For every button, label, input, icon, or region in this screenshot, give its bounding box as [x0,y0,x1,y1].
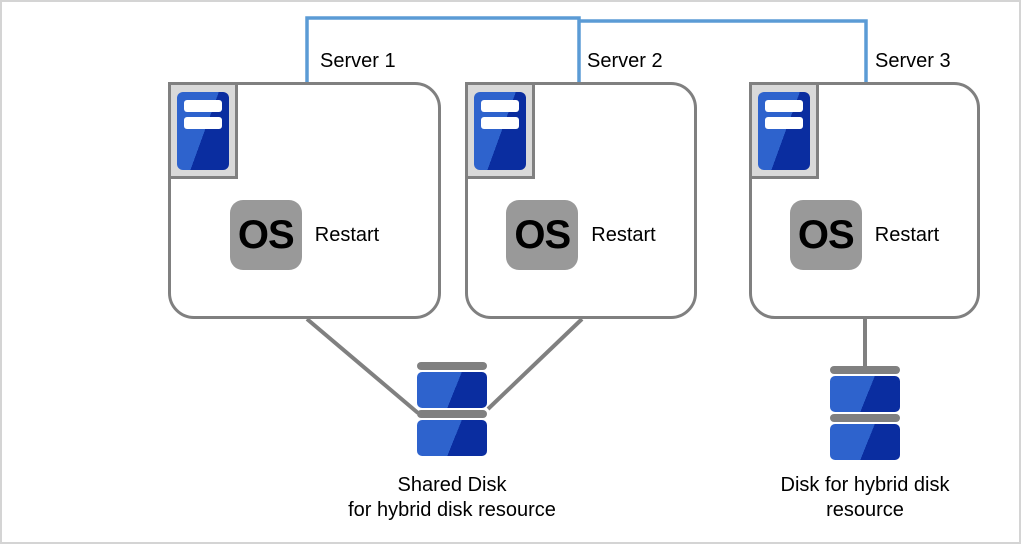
disk-unit [830,376,900,412]
connector-server1-shared-disk [305,317,420,415]
disk-middle-bar [830,414,900,422]
disk-label-line: Disk for hybrid disk [780,474,950,496]
server-icon-slot [184,116,222,129]
disk-unit [830,424,900,460]
os-restart-group: OS Restart [752,200,977,270]
server-icon-body [758,91,810,170]
server-1-label: Server 1 [320,50,396,72]
disk-unit [417,420,487,456]
os-badge: OS [506,200,579,270]
restart-label: Restart [874,223,940,246]
shared-disk-icon [417,362,487,456]
server-icon-body [177,91,229,170]
os-badge-label: OS [237,212,295,257]
restart-label: Restart [314,223,380,246]
os-restart-group: OS Restart [468,200,694,270]
shared-disk-label: Shared Disk for hybrid disk resource [302,473,602,523]
hybrid-disk-label: Disk for hybrid disk resource [735,473,995,523]
server-icon [749,82,819,179]
restart-label: Restart [591,223,656,246]
server-1-box: OS Restart [168,82,441,319]
server-icon-body [474,91,526,170]
disk-label-line: for hybrid disk resource [348,499,556,521]
disk-top-bar [417,362,487,370]
os-badge: OS [229,200,302,270]
connector-server2-shared-disk [486,317,584,411]
disk-unit [417,372,487,408]
server-icon [168,82,238,179]
os-restart-group: OS Restart [171,200,438,270]
disk-label-line: Shared Disk [397,474,507,496]
os-badge: OS [789,200,862,270]
disk-top-bar [830,366,900,374]
server-icon-slot [184,99,222,112]
disk-label-line: resource [826,499,904,521]
server-2-label: Server 2 [587,50,663,72]
os-badge-label: OS [797,212,855,257]
network-link-server1-server2 [305,16,581,83]
hybrid-disk-icon [830,366,900,460]
server-icon-slot [765,99,803,112]
server-2-box: OS Restart [465,82,697,319]
server-icon-slot [481,116,519,129]
os-badge-label: OS [514,212,571,257]
server-icon [465,82,535,179]
server-icon-slot [481,99,519,112]
server-3-box: OS Restart [749,82,980,319]
disk-middle-bar [417,410,487,418]
server-3-label: Server 3 [875,50,951,72]
network-link-server2-server3 [579,19,868,86]
server-icon-slot [765,116,803,129]
